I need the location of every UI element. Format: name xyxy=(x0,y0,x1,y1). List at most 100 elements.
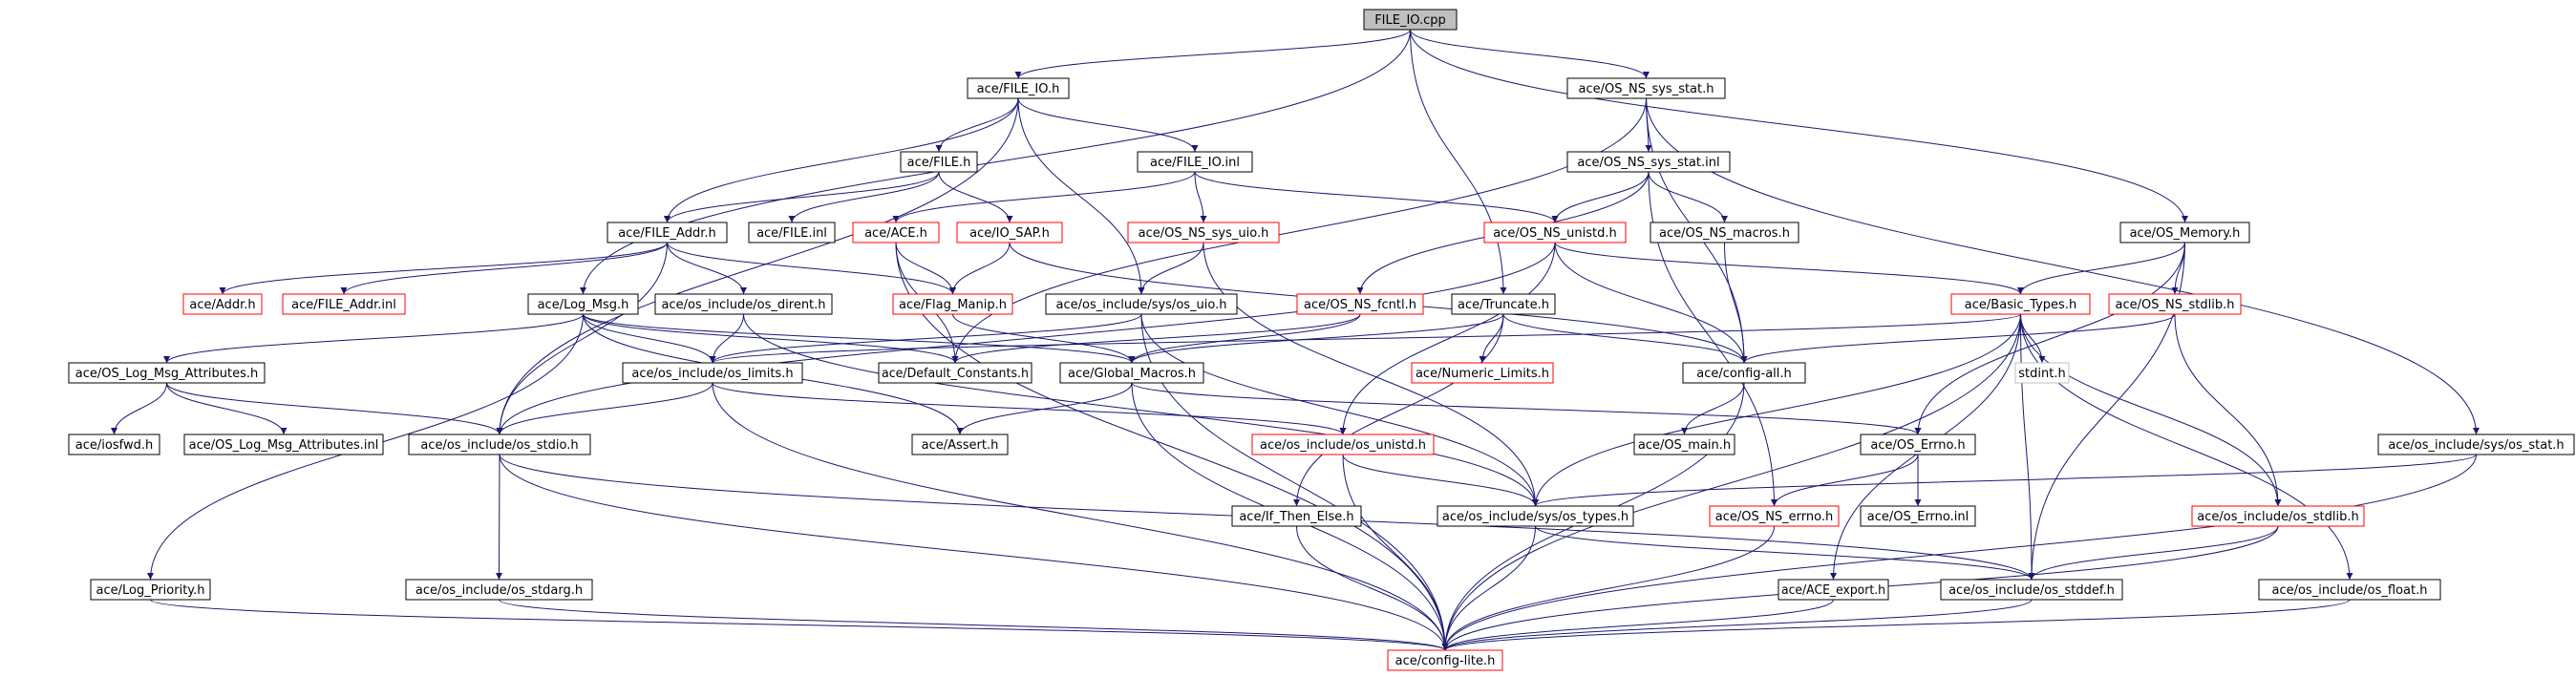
edge-sys_stat_inl-to-macros_h xyxy=(1648,171,1728,223)
edge-fcntl_h-to-global_macros_h xyxy=(1128,313,1361,364)
edge-dirent_h-to-os_types_h xyxy=(743,313,1539,507)
node-os-errno-inl[interactable]: ace/OS_Errno.inl xyxy=(1860,505,1976,527)
node-file-addr-inl[interactable]: ace/FILE_Addr.inl xyxy=(282,293,406,315)
node-box xyxy=(878,362,1033,384)
node-if-then-else-h[interactable]: ace/If_Then_Else.h xyxy=(1231,505,1362,527)
node-file-inl[interactable]: ace/FILE.inl xyxy=(748,222,836,243)
node-label: ace/OS_NS_sys_uio.h xyxy=(1139,226,1269,241)
edge-sys_os_stat_h-to-os_types_h xyxy=(1532,454,2477,507)
node-box xyxy=(1940,579,2123,601)
node-box xyxy=(1045,293,1238,315)
node-config-all-h[interactable]: ace/config-all.h xyxy=(1682,362,1806,384)
node-label: ace/Basic_Types.h xyxy=(1965,298,2076,312)
edge-file_io_cpp-to-file_io_h xyxy=(1014,29,1411,79)
node-os-errno-h[interactable]: ace/OS_Errno.h xyxy=(1860,434,1976,455)
node-os-types-h[interactable]: ace/os_include/sys/os_types.h xyxy=(1437,505,1634,527)
edge-os_types_h-to-config_lite_h xyxy=(1441,525,1536,651)
node-os-stddef-h[interactable]: ace/os_include/os_stddef.h xyxy=(1940,579,2123,601)
node-label: ace/FILE.h xyxy=(907,156,971,170)
edge-truncate_h-to-config_all_h xyxy=(1502,313,1748,364)
node-default-constants-h[interactable]: ace/Default_Constants.h xyxy=(878,362,1033,384)
node-os-stdarg-h[interactable]: ace/os_include/os_stdarg.h xyxy=(405,579,593,601)
node-stdint-h[interactable]: stdint.h xyxy=(2014,362,2070,384)
node-label: ace/OS_NS_stdlib.h xyxy=(2116,298,2235,312)
node-log-msg-attr-inl[interactable]: ace/OS_Log_Msg_Attributes.inl xyxy=(183,434,384,455)
node-io-sap-h[interactable]: ace/IO_SAP.h xyxy=(956,222,1063,243)
edge-log_msg_h-to-log_msg_attr_h xyxy=(163,313,584,364)
node-box xyxy=(1950,293,2091,315)
node-box xyxy=(1437,505,1634,527)
node-box xyxy=(1451,293,1556,315)
edge-fcntl_h-to-default_constants_h xyxy=(951,313,1361,364)
node-sys-uio-h[interactable]: ace/OS_NS_sys_uio.h xyxy=(1127,222,1280,243)
node-sys-stat-h[interactable]: ace/OS_NS_sys_stat.h xyxy=(1566,77,1726,99)
node-os-memory-h[interactable]: ace/OS_Memory.h xyxy=(2119,222,2250,243)
node-ns-stdlib-h[interactable]: ace/OS_NS_stdlib.h xyxy=(2108,293,2242,315)
node-label: ace/OS_Memory.h xyxy=(2130,226,2241,241)
node-label: ace/os_include/os_stddef.h xyxy=(1948,583,2115,598)
node-label: ace/os_include/os_stdarg.h xyxy=(415,583,583,598)
node-config-lite-h[interactable]: ace/config-lite.h xyxy=(1387,649,1503,671)
node-numeric-limits-h[interactable]: ace/Numeric_Limits.h xyxy=(1411,362,1554,384)
node-global-macros-h[interactable]: ace/Global_Macros.h xyxy=(1059,362,1204,384)
edge-log_msg_attr_h-to-log_msg_attr_inl xyxy=(166,382,287,435)
edge-flag_manip_h-to-global_macros_h xyxy=(952,313,1136,364)
node-addr-h[interactable]: ace/Addr.h xyxy=(182,293,263,315)
edge-file_io_h-to-os_uio_h xyxy=(1017,97,1145,295)
node-label: ace/Log_Msg.h xyxy=(538,298,629,312)
node-label: ace/os_include/sys/os_uio.h xyxy=(1056,298,1227,312)
edge-config_all_h-to-os_main_h xyxy=(1681,382,1745,435)
node-box xyxy=(622,362,803,384)
node-box xyxy=(90,579,211,601)
edge-unistd_h-to-os_stdio_h xyxy=(496,242,1556,435)
node-os-stdio-h[interactable]: ace/os_include/os_stdio.h xyxy=(408,434,591,455)
edge-file_io_inl-to-unistd_h xyxy=(1194,171,1559,223)
node-label: ace/OS_NS_sys_stat.h xyxy=(1579,82,1714,96)
node-label: ace/Numeric_Limits.h xyxy=(1416,367,1549,381)
node-iosfwd-h[interactable]: ace/iosfwd.h xyxy=(68,434,160,455)
node-label: ace/os_include/os_limits.h xyxy=(631,367,793,381)
node-log-priority-h[interactable]: ace/Log_Priority.h xyxy=(90,579,211,601)
node-file-io-h[interactable]: ace/FILE_IO.h xyxy=(967,77,1070,99)
node-sys-os-stat-h[interactable]: ace/os_include/sys/os_stat.h xyxy=(2377,434,2575,455)
node-file-h[interactable]: ace/FILE.h xyxy=(900,151,978,173)
node-limits-h[interactable]: ace/os_include/os_limits.h xyxy=(622,362,803,384)
node-log-msg-h[interactable]: ace/Log_Msg.h xyxy=(527,293,639,315)
node-box xyxy=(748,222,836,243)
node-dirent-h[interactable]: ace/os_include/os_dirent.h xyxy=(654,293,833,315)
node-label: ace/OS_NS_errno.h xyxy=(1715,510,1834,524)
node-os-uio-h[interactable]: ace/os_include/sys/os_uio.h xyxy=(1045,293,1238,315)
edge-macros_h-to-config_all_h xyxy=(1724,242,1748,364)
node-file-addr-h[interactable]: ace/FILE_Addr.h xyxy=(607,222,728,243)
node-box xyxy=(1137,151,1253,173)
node-flag-manip-h[interactable]: ace/Flag_Manip.h xyxy=(892,293,1013,315)
node-ace-h[interactable]: ace/ACE.h xyxy=(852,222,940,243)
node-label: ace/os_include/os_stdio.h xyxy=(420,438,578,453)
node-file-io-cpp[interactable]: FILE_IO.cpp xyxy=(1363,9,1458,31)
node-label: ace/ACE.h xyxy=(864,226,927,241)
node-sys-stat-inl[interactable]: ace/OS_NS_sys_stat.inl xyxy=(1566,151,1731,173)
edge-file_io_cpp-to-sys_stat_h xyxy=(1410,29,1650,79)
node-os-stdlib-h[interactable]: ace/os_include/os_stdlib.h xyxy=(2191,505,2365,527)
node-assert-h[interactable]: ace/Assert.h xyxy=(911,434,1009,455)
node-box xyxy=(956,222,1063,243)
node-file-io-inl[interactable]: ace/FILE_IO.inl xyxy=(1137,151,1253,173)
node-label: ace/os_include/os_dirent.h xyxy=(661,298,825,312)
edge-basic_types_h-to-os_types_h xyxy=(1532,313,2021,507)
node-os-main-h[interactable]: ace/OS_main.h xyxy=(1633,434,1735,455)
node-os-unistd-h[interactable]: ace/os_include/os_unistd.h xyxy=(1251,434,1435,455)
node-box xyxy=(2258,579,2441,601)
edge-file_addr_h-to-flag_manip_h xyxy=(667,242,956,295)
node-label: ace/Addr.h xyxy=(189,298,255,312)
node-ns-errno-h[interactable]: ace/OS_NS_errno.h xyxy=(1709,505,1840,527)
node-macros-h[interactable]: ace/OS_NS_macros.h xyxy=(1650,222,1799,243)
node-basic-types-h[interactable]: ace/Basic_Types.h xyxy=(1950,293,2091,315)
edge-file_addr_h-to-addr_h xyxy=(219,242,668,295)
node-label: ace/OS_NS_unistd.h xyxy=(1493,226,1617,241)
node-log-msg-attr-h[interactable]: ace/OS_Log_Msg_Attributes.h xyxy=(68,362,266,384)
node-unistd-h[interactable]: ace/OS_NS_unistd.h xyxy=(1483,222,1627,243)
node-fcntl-h[interactable]: ace/OS_NS_fcntl.h xyxy=(1296,293,1424,315)
node-os-float-h[interactable]: ace/os_include/os_float.h xyxy=(2258,579,2441,601)
node-ace-export-h[interactable]: ace/ACE_export.h xyxy=(1778,579,1889,601)
node-truncate-h[interactable]: ace/Truncate.h xyxy=(1451,293,1556,315)
